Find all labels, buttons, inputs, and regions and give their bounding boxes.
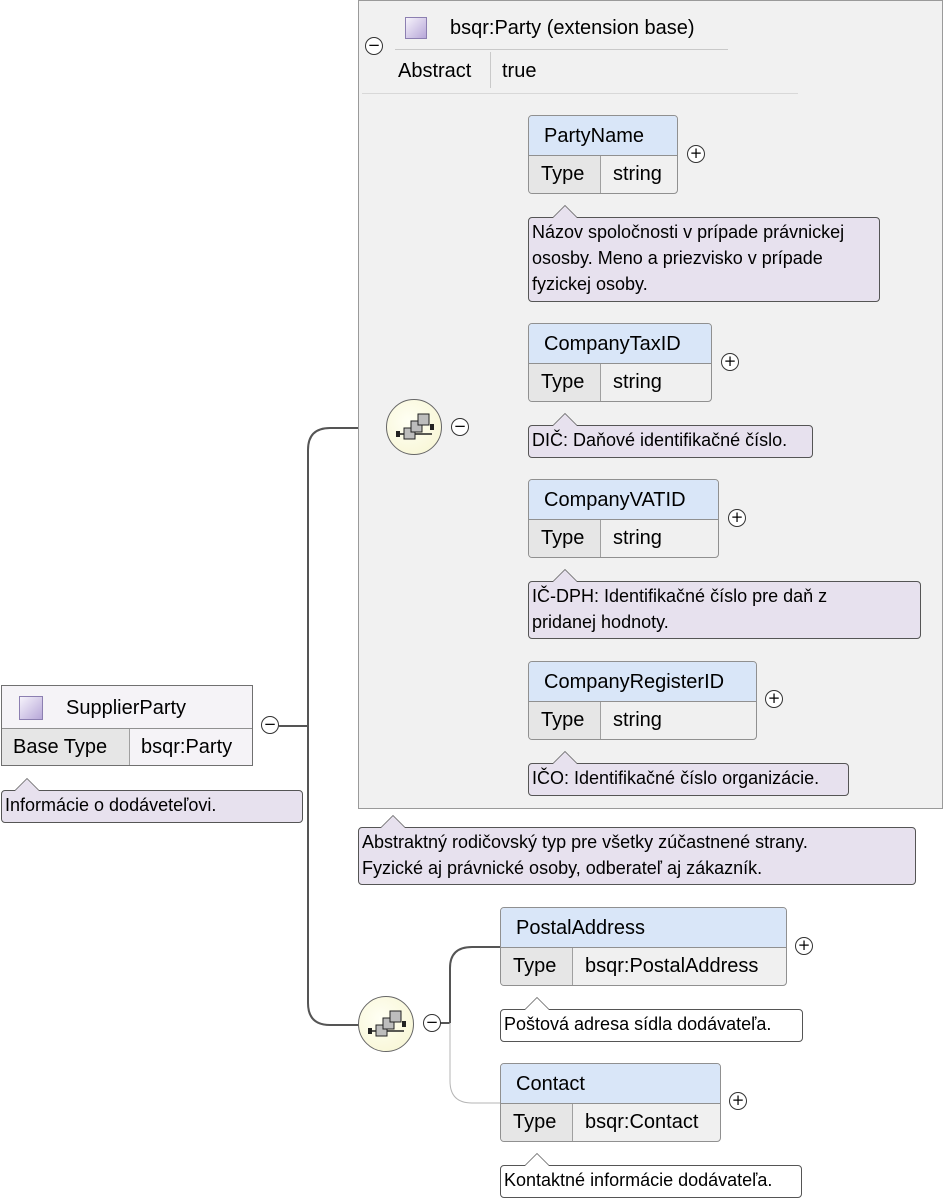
type-label: Type xyxy=(501,1104,573,1141)
type-label: Type xyxy=(529,364,601,401)
type-label: Type xyxy=(501,948,573,985)
divider xyxy=(362,93,798,94)
doc-line: Abstraktný rodičovský typ pre všetky zúč… xyxy=(362,832,808,852)
extension-attr-label: Abstract xyxy=(398,60,472,82)
root-element-name: SupplierParty xyxy=(66,697,187,719)
extension-title: bsqr:Party (extension base) xyxy=(450,17,695,39)
element-partyname[interactable]: PartyName Type string xyxy=(528,115,678,194)
expand-toggle[interactable]: + xyxy=(729,1092,747,1110)
element-name: CompanyTaxID xyxy=(529,324,711,364)
documentation-note: DIČ: Daňové identifikačné číslo. xyxy=(528,413,813,458)
type-value: string xyxy=(613,163,662,185)
doc-line: DIČ: Daňové identifikačné číslo. xyxy=(532,430,788,450)
type-label: Type xyxy=(529,156,601,193)
doc-line: Kontaktné informácie dodávateľa. xyxy=(504,1170,773,1190)
doc-line: Informácie o dodáveteľovi. xyxy=(5,795,217,815)
sequence-collapse-toggle[interactable]: − xyxy=(423,1014,441,1032)
sequence-compositor-icon[interactable] xyxy=(386,399,442,455)
element-companyregisterid[interactable]: CompanyRegisterID Type string xyxy=(528,661,757,740)
divider xyxy=(395,49,728,50)
documentation-note: Názov spoločnosti v prípade právnickej o… xyxy=(528,205,880,302)
element-name: PostalAddress xyxy=(501,908,786,948)
element-name: CompanyVATID xyxy=(529,480,718,520)
doc-line: pridanej hodnoty. xyxy=(532,612,669,632)
doc-line: Fyzické aj právnické osoby, odberateľ aj… xyxy=(362,858,763,878)
type-value: bsqr:Contact xyxy=(585,1111,699,1133)
element-name: Contact xyxy=(501,1064,720,1104)
doc-line: ososby. Meno a priezvisko v prípade xyxy=(532,248,823,268)
base-type-value: bsqr:Party xyxy=(141,736,233,758)
doc-line: fyzickej osoby. xyxy=(532,274,648,294)
extension-collapse-toggle[interactable]: − xyxy=(365,37,383,55)
element-postaladdress[interactable]: PostalAddress Type bsqr:PostalAddress xyxy=(500,907,787,986)
element-name: CompanyRegisterID xyxy=(529,662,756,702)
element-companytaxid[interactable]: CompanyTaxID Type string xyxy=(528,323,712,402)
type-value: string xyxy=(613,371,662,393)
root-documentation-note: Informácie o dodáveteľovi. xyxy=(1,778,303,823)
type-label: Type xyxy=(529,702,601,739)
doc-line: IČO: Identifikačné číslo organizácie. xyxy=(532,768,820,788)
documentation-note: IČ-DPH: Identifikačné číslo pre daň z pr… xyxy=(528,569,921,639)
element-contact[interactable]: Contact Type bsqr:Contact xyxy=(500,1063,721,1142)
type-value: string xyxy=(613,709,662,731)
expand-toggle[interactable]: + xyxy=(765,690,783,708)
extension-attr-value: true xyxy=(502,60,537,82)
doc-line: Poštová adresa sídla dodávateľa. xyxy=(504,1014,772,1034)
type-value: bsqr:PostalAddress xyxy=(585,955,759,977)
doc-line: IČ-DPH: Identifikačné číslo pre daň z xyxy=(532,586,828,606)
root-element-supplierparty[interactable]: SupplierParty Base Type bsqr:Party xyxy=(1,685,253,766)
expand-toggle[interactable]: + xyxy=(795,937,813,955)
expand-toggle[interactable]: + xyxy=(687,145,705,163)
type-label: Type xyxy=(529,520,601,557)
sequence-compositor-icon[interactable] xyxy=(358,996,414,1052)
element-name: PartyName xyxy=(529,116,677,156)
documentation-note: IČO: Identifikačné číslo organizácie. xyxy=(528,751,849,796)
root-collapse-toggle[interactable]: − xyxy=(261,716,279,734)
sequence-collapse-toggle[interactable]: − xyxy=(451,418,469,436)
base-type-label: Base Type xyxy=(2,729,130,765)
complex-type-icon xyxy=(405,17,427,39)
element-companyvatid[interactable]: CompanyVATID Type string xyxy=(528,479,719,558)
expand-toggle[interactable]: + xyxy=(728,509,746,527)
doc-line: Názov spoločnosti v prípade právnickej xyxy=(532,222,845,242)
complex-type-icon xyxy=(19,696,43,720)
documentation-note: Kontaktné informácie dodávateľa. xyxy=(500,1153,802,1198)
divider xyxy=(490,52,491,88)
extension-documentation-note: Abstraktný rodičovský typ pre všetky zúč… xyxy=(358,815,916,885)
expand-toggle[interactable]: + xyxy=(721,353,739,371)
documentation-note: Poštová adresa sídla dodávateľa. xyxy=(500,997,803,1042)
type-value: string xyxy=(613,527,662,549)
